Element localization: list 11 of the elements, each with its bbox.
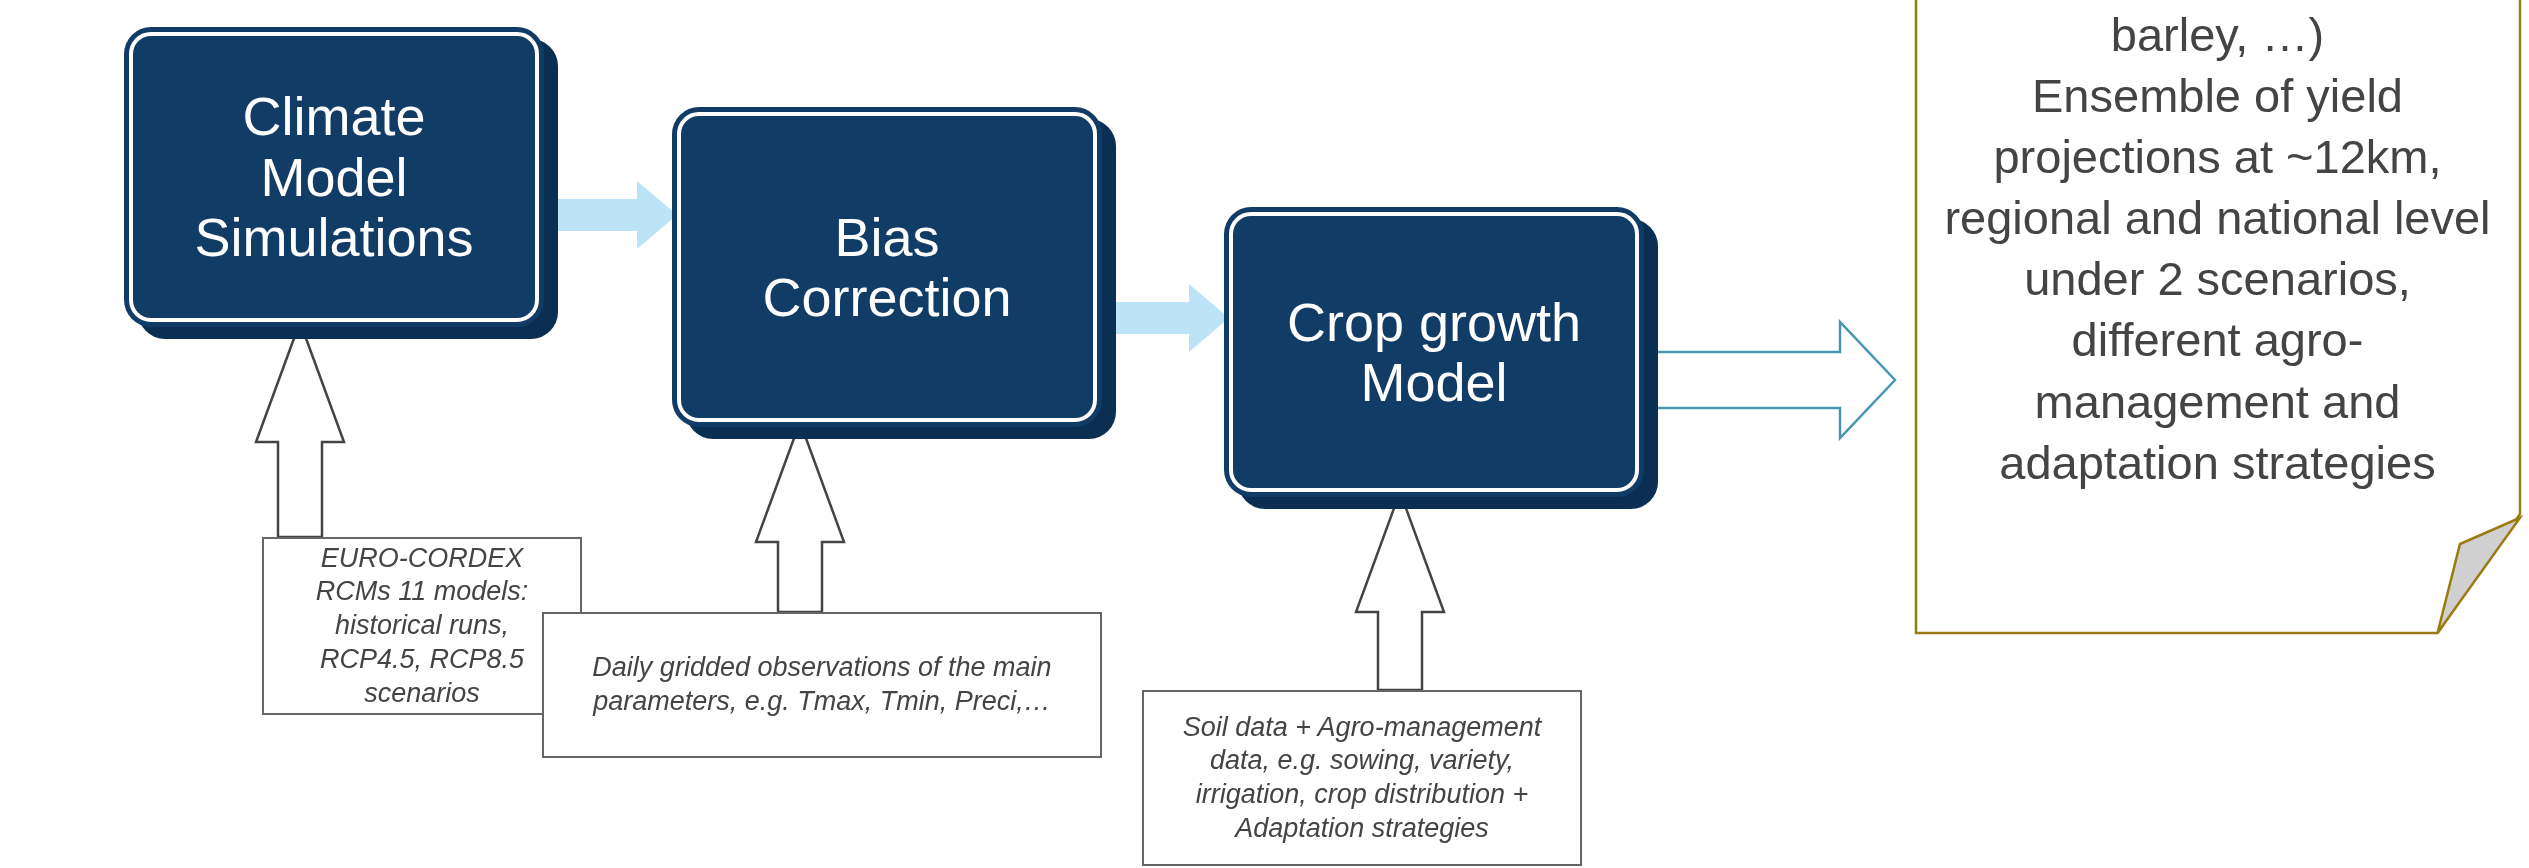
- input-description: Daily gridded observations of the main parameters, e.g. Tmax, Tmin, Preci,…: [591, 651, 1053, 718]
- output-description: Ensemble of yield projections at ~12km, regional and national level under 2 scenarios, different agro-management and adaptation strategies: [1943, 68, 2492, 491]
- input-description: Soil data + Agro-management data, e.g. sowing, variety, irrigation, crop distribution + Adaptation strategies: [1181, 710, 1543, 845]
- process-label: Climate Model Simulations: [193, 86, 475, 268]
- process-label: Bias Correction: [761, 206, 1013, 328]
- process-label: Crop growth Model: [1285, 291, 1583, 413]
- input-box: [542, 612, 1102, 758]
- input-box: [1142, 690, 1582, 866]
- input-box: [262, 537, 582, 715]
- output-description: barley, …): [2110, 7, 2325, 63]
- input-description: EURO-CORDEX RCMs 11 models: historical runs, RCP4.5, RCP8.5 scenarios: [314, 541, 530, 710]
